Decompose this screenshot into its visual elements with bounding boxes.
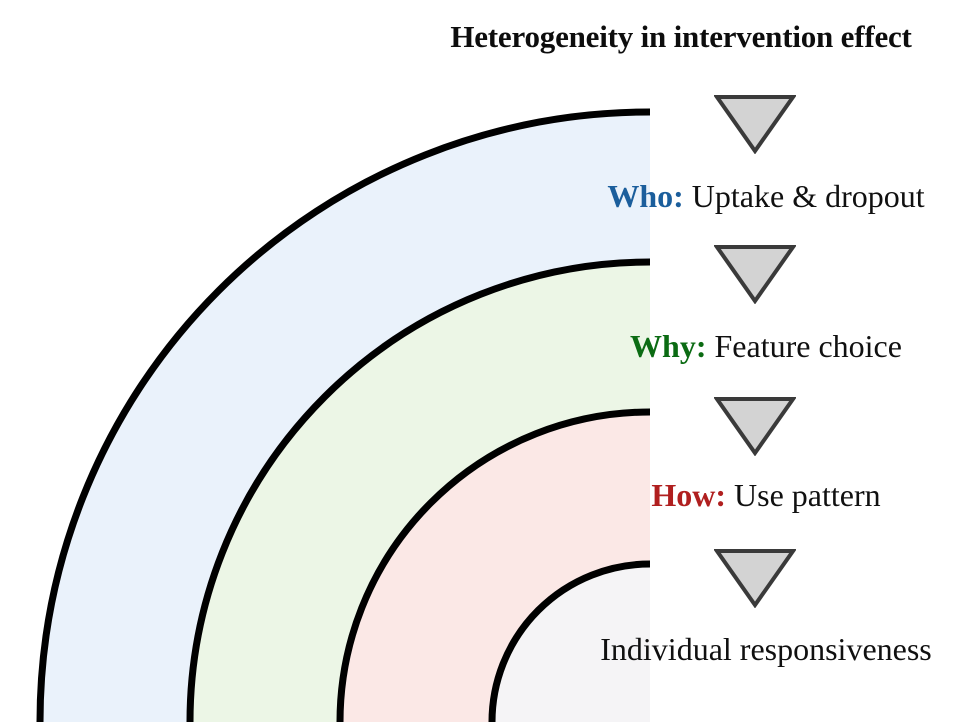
arrow-down-2 [714, 244, 796, 304]
label-value-how: Use pattern [726, 477, 881, 513]
label-key-who: Who: [607, 178, 684, 214]
ring-core-band [488, 560, 650, 722]
arrow-down-3 [714, 396, 796, 456]
label-key-how: How: [651, 477, 727, 513]
label-row-how: How: Use pattern [560, 479, 972, 511]
triangle-down-icon [714, 397, 796, 456]
label-value-why: Feature choice [706, 328, 902, 364]
arrow-down-1 [714, 94, 796, 154]
arrow-down-4 [714, 548, 796, 608]
label-row-individual: Individual responsiveness [560, 633, 972, 665]
label-row-why: Why: Feature choice [560, 330, 972, 362]
label-row-who: Who: Uptake & dropout [560, 180, 972, 212]
label-value-who: Uptake & dropout [683, 178, 925, 214]
triangle-down-icon [714, 245, 796, 304]
label-value-individual: Individual responsiveness [600, 631, 932, 667]
triangle-down-icon [714, 95, 796, 154]
label-key-why: Why: [630, 328, 707, 364]
page-title: Heterogeneity in intervention effect [450, 19, 912, 54]
triangle-down-icon [714, 549, 796, 608]
